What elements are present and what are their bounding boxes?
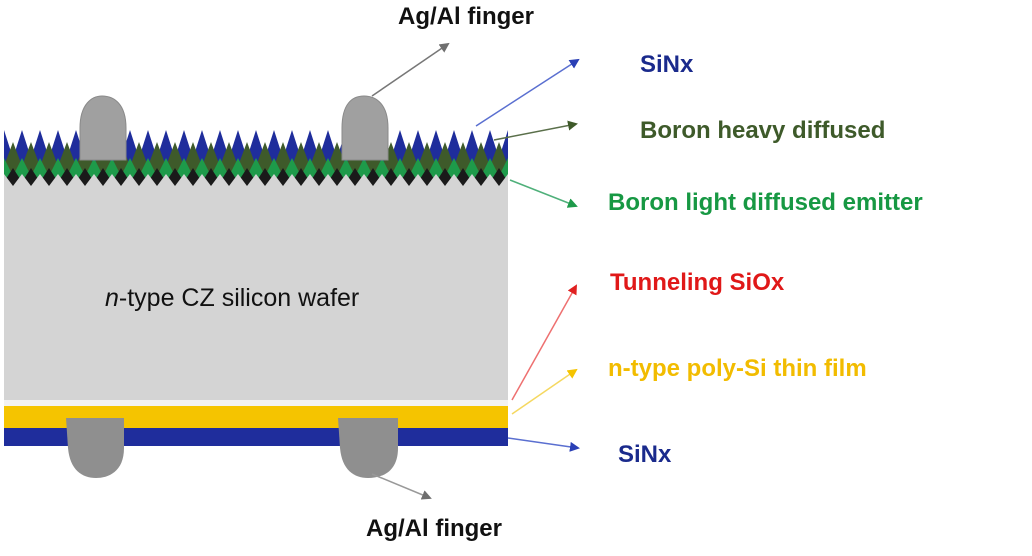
label-boron-light: Boron light diffused emitter — [608, 189, 923, 216]
label-sinx-bottom: SiNx — [618, 441, 672, 468]
wafer-label: n-type CZ silicon wafer — [105, 284, 359, 312]
arrow-poly-si — [511, 368, 578, 415]
label-tunneling: Tunneling SiOx — [610, 269, 785, 296]
label-sinx-top: SiNx — [640, 51, 694, 78]
arrow-finger-bottom — [371, 473, 432, 500]
tunneling-siox-layer — [4, 400, 508, 406]
wafer-label-rest: -type CZ silicon wafer — [119, 284, 359, 312]
arrow-sinx-top — [475, 58, 580, 127]
arrow-boron-heavy — [493, 120, 578, 141]
arrow-sinx-bottom — [507, 437, 580, 452]
bottom-finger-left — [66, 418, 124, 478]
wafer-label-prefix: n — [105, 284, 119, 312]
arrow-boron-light — [509, 179, 578, 208]
label-finger-bottom: Ag/Al finger — [366, 515, 502, 542]
top-finger-right — [341, 95, 389, 161]
label-boron-heavy: Boron heavy diffused — [640, 117, 885, 144]
label-finger-top: Ag/Al finger — [398, 3, 534, 30]
arrow-tunneling — [511, 284, 577, 401]
silicon-wafer — [4, 182, 508, 400]
arrow-finger-top — [371, 42, 450, 97]
label-poly-si: n-type poly-Si thin film — [608, 355, 867, 382]
wafer-textured-surface — [4, 174, 508, 196]
top-finger-left — [79, 95, 127, 161]
bottom-finger-right — [338, 418, 398, 478]
